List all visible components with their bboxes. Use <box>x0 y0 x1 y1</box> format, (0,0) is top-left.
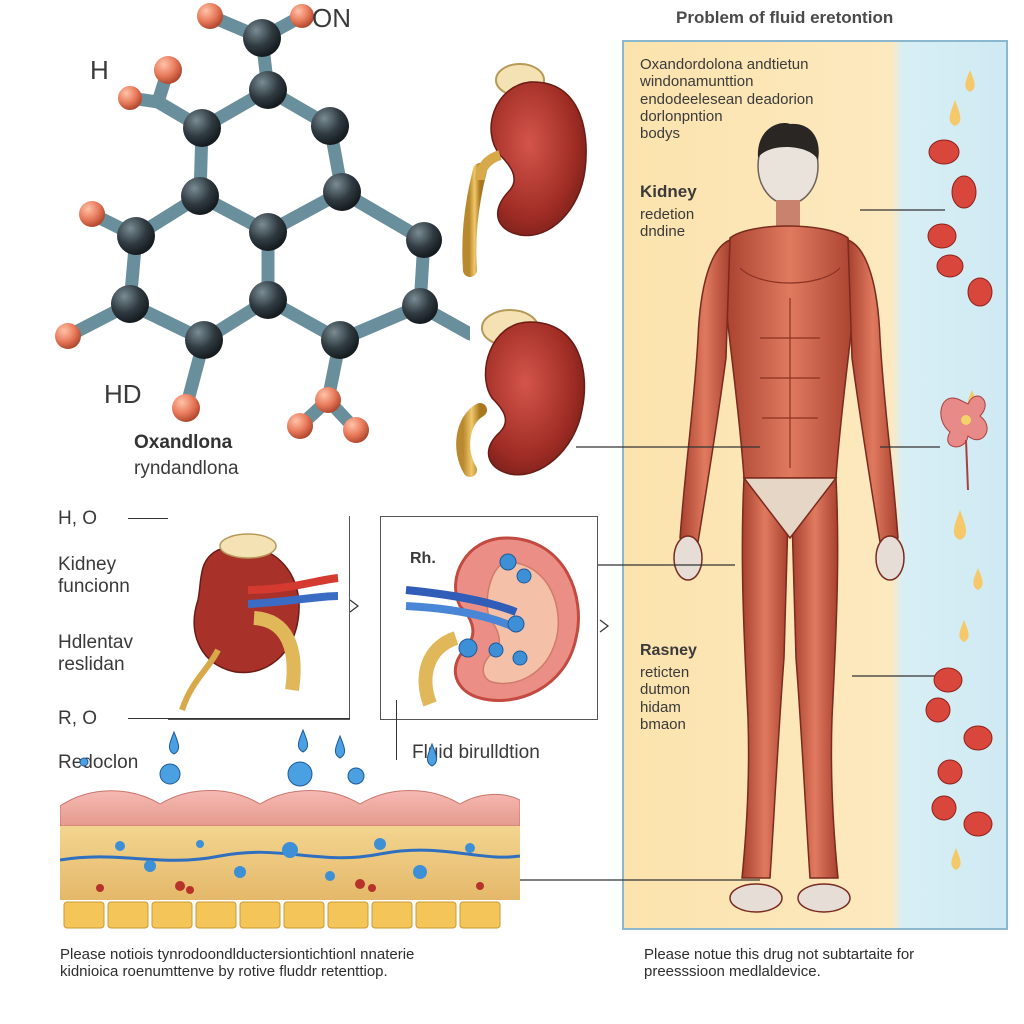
blood-cells <box>925 139 993 837</box>
molecule-diagram <box>55 3 470 443</box>
carbon-atoms <box>111 19 442 359</box>
fat-cells <box>63 901 501 929</box>
label-hd: HD <box>104 379 142 409</box>
r1o-rule <box>128 718 350 719</box>
label-kidney-function: Kidney funcionn <box>58 554 130 598</box>
panel-intro-line: endodeelesean deadorion <box>640 90 814 108</box>
panel-lower-line: hidam <box>640 698 681 716</box>
panel-kidney-text: redetion dndine <box>640 206 694 241</box>
panel-lower-heading: Rasney <box>640 642 697 659</box>
panel-intro-line: Oxandordolona andtietun <box>640 56 809 73</box>
fluid-droplets-column <box>925 70 993 870</box>
kidney-function-illustration <box>179 533 339 711</box>
footer-left-line: kidnioica roenumttenve by rotive fluddr … <box>60 963 388 981</box>
label-h2o: H, O <box>58 508 98 529</box>
label-r1o: R, O <box>58 708 98 729</box>
panel-kidney-line: redetion <box>640 206 695 223</box>
label-rh: Rh. <box>410 550 436 567</box>
panel-lower-text: reticten dutmon hidam bmaon <box>640 664 690 733</box>
molecule-subname: ryndandlona <box>134 458 239 479</box>
panel-intro-line: windonamunttion <box>640 73 754 91</box>
label-hdlentav-line: reslidan <box>58 653 125 675</box>
label-hdlentav-line: Hdlentav <box>58 632 133 653</box>
footer-right-line: preesssioon medlaldevice. <box>644 963 821 981</box>
panel-title: Problem of fluid eretontion <box>676 8 894 27</box>
kidney-crosssection-illustration <box>405 536 580 707</box>
fluid-buildup-rule <box>396 700 397 760</box>
footer-left: Please notiois tynrodoondlductersiontich… <box>60 946 414 981</box>
panel-intro-line: dorlonpntion <box>640 107 723 125</box>
panel-lower-line: reticten <box>640 664 690 681</box>
tissue-vessel-clusters <box>96 879 484 894</box>
kidney-pair-illustration <box>456 63 587 477</box>
label-fluid-buildup: Fluid birulldtion <box>412 742 540 763</box>
kidney-upper <box>462 63 587 277</box>
panel-intro-line: bodys <box>640 125 681 142</box>
tissue-fluid-buildup-illustration <box>60 728 520 929</box>
water-droplets <box>79 728 438 787</box>
footer-right: Please notue this drug not subtartaite f… <box>644 946 914 981</box>
panel-lower-line: dutmon <box>640 681 691 699</box>
label-redoclon: Redoclon <box>58 752 139 773</box>
figure-head <box>757 123 819 226</box>
panel-lower-line: bmaon <box>640 715 686 733</box>
flower-icon <box>940 395 988 491</box>
muscle-body-figure <box>673 123 905 913</box>
panel-intro: Oxandordolona andtietun windonamunttion … <box>640 56 814 142</box>
vessels <box>60 848 520 862</box>
figure-abs <box>739 267 841 468</box>
panel-kidney-heading: Kidney <box>640 182 697 201</box>
kidney-lower <box>456 309 586 477</box>
label-on: ON <box>312 3 351 33</box>
label-kidney-function-line: Kidney <box>58 554 117 575</box>
footer-left-line: Please notiois tynrodoondlductersiontich… <box>60 946 415 963</box>
label-kidney-function-line: funcionn <box>58 575 130 597</box>
footer-right-line: Please notue this drug not subtartaite f… <box>644 946 915 963</box>
tissue-bubbles <box>115 838 475 881</box>
oxygen-atoms <box>55 3 369 443</box>
label-h-top: H <box>90 55 109 85</box>
molecule-name: Oxandlona <box>134 432 233 453</box>
label-hdlentav: Hdlentav reslidan <box>58 632 133 676</box>
panel-kidney-line: dndine <box>640 223 686 241</box>
figure-body <box>673 225 905 913</box>
